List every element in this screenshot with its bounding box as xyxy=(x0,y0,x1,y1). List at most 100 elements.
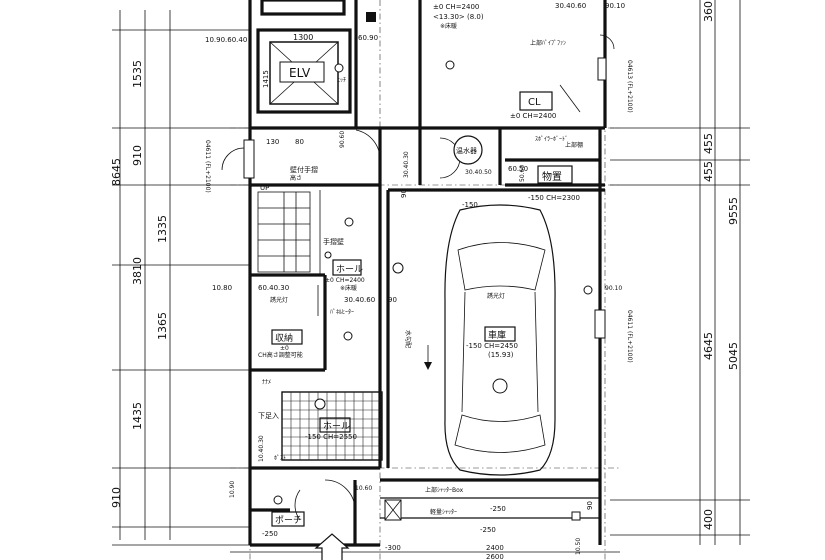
elv-side-dim: 60.90 xyxy=(358,34,378,42)
dim-bottom-2400: 2400 xyxy=(486,544,504,552)
ge-label: 下足入 xyxy=(258,412,279,420)
corner-post xyxy=(571,511,581,521)
dim-6050: 60.50 xyxy=(508,165,528,173)
hall-upper-label: ホール xyxy=(336,264,363,275)
dim-5045: 5045 xyxy=(727,342,740,370)
handrail2-label: 手摺壁 xyxy=(323,237,344,246)
garage-label: 車庫 xyxy=(488,329,506,341)
storage-ch: -150 CH=2300 xyxy=(528,194,580,202)
dim-8645: 8645 xyxy=(110,158,123,186)
porch-label: ポーチ xyxy=(275,515,302,526)
window-l1 xyxy=(243,139,255,179)
cl-ch: ±0 CH=2400 xyxy=(510,112,556,120)
dim-910-top: 910 xyxy=(131,145,144,166)
dim-304060: 30.40.60 xyxy=(344,296,375,304)
top-area: <13.30> (8.0) xyxy=(433,13,484,21)
top-right-dim2: 90.10 xyxy=(605,2,625,10)
dim-90-a: 90 xyxy=(400,189,408,198)
dim-130: 130 xyxy=(266,138,279,146)
tiled-hall xyxy=(281,391,383,461)
upper-part-label: 上部棚 xyxy=(565,141,583,149)
pocket-label: ﾎﾟｽﾄ xyxy=(274,455,286,462)
hall-light-icon xyxy=(344,217,354,227)
door-r2-label: 04611 (FL+2100) xyxy=(626,310,633,363)
dim-4645: 4645 xyxy=(702,332,715,360)
window-r2 xyxy=(594,309,606,339)
garage-wall-light-icon xyxy=(392,262,404,274)
upper-shutter-box-label: 上部ｼｬｯﾀｰBox xyxy=(425,486,464,494)
dim-1535: 1535 xyxy=(131,60,144,88)
car-outline xyxy=(444,204,556,476)
top-ch: ±0 CH=2400 xyxy=(433,3,479,11)
dim-90-c: 90 xyxy=(388,296,397,304)
light1-label: 誘光灯 xyxy=(270,296,288,304)
water-heater-icon xyxy=(453,135,483,165)
dim-1365: 1365 xyxy=(156,312,169,340)
staircase xyxy=(257,190,321,275)
dim-1335: 1335 xyxy=(156,215,169,243)
dim-304050: 30.40.50 xyxy=(465,169,492,176)
elv-width: 1300 xyxy=(293,33,313,42)
garage-side-light-icon xyxy=(583,285,593,295)
minus-250-a: -250 xyxy=(262,530,278,538)
elv-dim-label: 10.90.60.40 xyxy=(205,36,247,44)
dim-360: 360 xyxy=(702,1,715,22)
right-dimensions xyxy=(610,0,750,545)
garage-ceiling-light-icon xyxy=(492,378,508,394)
hall-lower-light-icon xyxy=(314,398,326,410)
dim-1435: 1435 xyxy=(131,402,144,430)
door-r1-label: 04613 (FL+2100) xyxy=(626,60,633,113)
dim-5060: 50.60 xyxy=(519,165,526,182)
porch-light-icon xyxy=(273,495,283,505)
dim-1080: 10.80 xyxy=(212,284,232,292)
top-right-dim: 30.40.60 xyxy=(555,2,586,10)
handrail-label: 壁付手摺 xyxy=(290,165,318,174)
dim-90-b: 90 xyxy=(586,501,594,510)
dim-104030: 10.40.30 xyxy=(258,435,265,462)
shutter-label: 軽量ｼｬｯﾀｰ xyxy=(430,508,457,516)
dim-bottom-minus300: -300 xyxy=(385,544,401,552)
dim-404030: 30.40.30 xyxy=(403,151,410,178)
left-dimensions xyxy=(112,10,250,546)
niche-label: ﾆｯﾁ xyxy=(337,77,346,84)
entrance-arrow-icon xyxy=(314,533,350,560)
switch-icon xyxy=(324,251,332,259)
dim-1050: 10.50 xyxy=(575,538,582,555)
hall-lower-label: ホール xyxy=(323,421,350,432)
dim-9555: 9555 xyxy=(727,197,740,225)
cl-label: CL xyxy=(528,97,541,108)
dim-455-a: 455 xyxy=(702,133,715,154)
hall-ch: ±0 CH=2400 xyxy=(325,277,365,284)
dim-400: 400 xyxy=(702,509,715,530)
dim-3810: 3810 xyxy=(131,257,144,285)
pipe-fan-label: 上部ﾊﾟｲﾌﾟﾌｧﾝ xyxy=(530,39,566,47)
dim-1060: 10.60 xyxy=(355,485,372,492)
dim-910-bottom: 910 xyxy=(110,487,123,508)
window-r1 xyxy=(597,57,607,81)
panel-heater-label: ﾊﾟﾈﾙﾋｰﾀｰ xyxy=(330,309,354,316)
dim-80: 80 xyxy=(295,138,304,146)
door-l1-label: 04611 (FL+2100) xyxy=(204,140,211,193)
dim-bottom-2600: 2600 xyxy=(486,553,504,560)
minus-150: -150 xyxy=(462,201,478,209)
garage-ch: -150 CH=2450 xyxy=(466,342,518,350)
shuno-light-icon xyxy=(343,331,353,341)
elv-label: ELV xyxy=(289,66,311,80)
dim-9060: 90.60 xyxy=(339,131,346,148)
storage-room-label: 物置 xyxy=(542,170,562,183)
hall2-ch: -150 CH=2550 xyxy=(305,433,357,441)
garage-area: (15.93) xyxy=(488,351,514,359)
dim-9010: 90.10 xyxy=(605,285,622,292)
grid-lines xyxy=(230,0,620,560)
ceiling-light-icon xyxy=(445,60,455,70)
shuno-note: CH高さ調整可能 xyxy=(258,351,303,359)
dim-1090: 10.90 xyxy=(229,481,236,498)
slope-label: 水勾配 xyxy=(404,330,412,348)
handrail-height: 高さ xyxy=(290,174,302,182)
light-icon xyxy=(334,63,344,73)
hall-floor: ※床暖 xyxy=(340,284,357,292)
flood-board-label: ｽﾎﾟｲﾗｰﾎﾞｰﾄﾞ xyxy=(535,136,568,143)
up-label: UP xyxy=(260,184,269,192)
shuno-ch: ±0 xyxy=(280,345,289,352)
